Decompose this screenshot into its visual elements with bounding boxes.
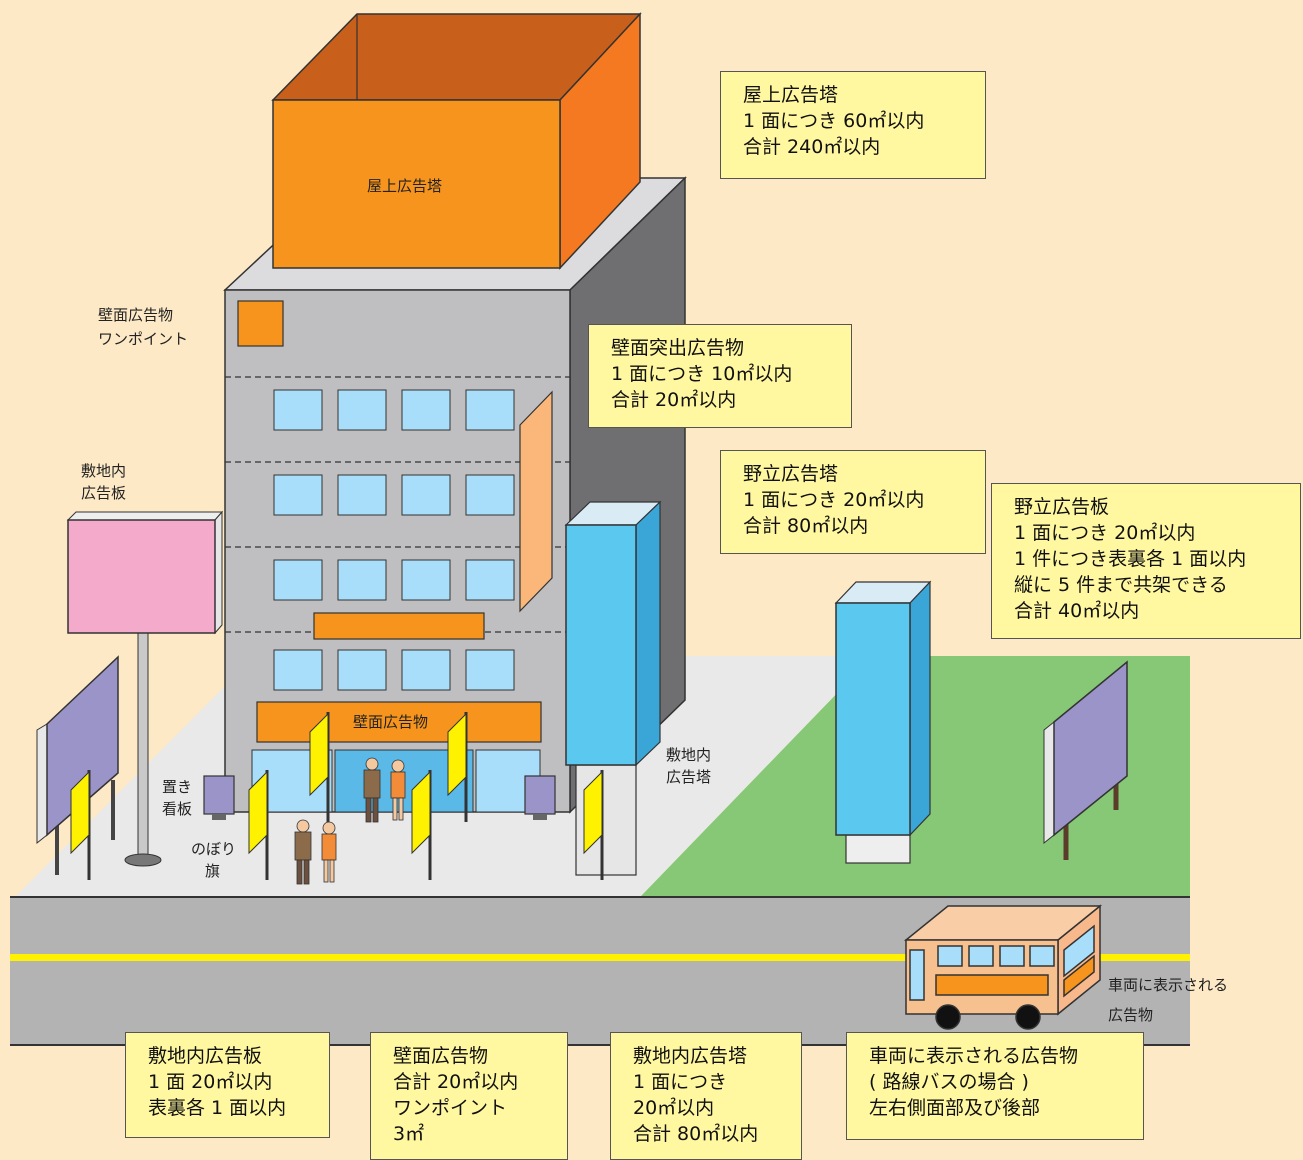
field-board [1053,660,1128,837]
rooftop-tower-front [272,99,561,269]
onsite-board-label: 敷地内広告板 [81,462,127,502]
field-board-edge [1043,720,1055,845]
info-box-rooftop: 屋上広告塔 1 面につき 60㎡以内合計 240㎡以内 [720,71,986,179]
info-box-vehicle: 車両に表示される広告物( 路線バスの場合 )左右側面部及び後部 [846,1032,1144,1140]
people [294,757,406,885]
onsite-tower-side [635,500,661,767]
info-box-field-board: 野立広告板 1 面につき 20㎡以内 1 件につき表裏各 1 面以内縦に 5 件… [991,483,1301,639]
onsite-board-pole [137,629,149,861]
wall-onepoint-label: 壁面広告物ワンポイント [98,306,189,348]
field-tower-base [845,834,911,864]
banner-flag-label: のぼり旗 [191,840,237,880]
building-windows [273,389,515,691]
field-tower-side [909,580,931,837]
wall-sign [256,701,542,743]
rooftop-tower-label: 屋上広告塔 [367,177,443,195]
onsite-board-side [214,510,223,635]
placed-sign-left [203,775,235,815]
middle-wall-band [313,612,485,640]
bus [903,904,1103,1030]
field-tower [835,602,911,836]
onsite-board-base [124,853,162,867]
onsite-board [67,519,216,634]
wall-sign-label: 壁面広告物 [353,713,429,731]
onsite-tower [565,524,637,766]
placed-sign-label: 置き看板 [162,778,193,818]
onsite-board-top [66,511,224,521]
wall-onepoint-sign [237,300,284,347]
info-box-onsite-board: 敷地内広告板 1 面 20㎡以内表裏各 1 面以内 [125,1032,330,1138]
vehicle-label: 車両に表示される広告物 [1108,976,1229,1024]
left-board-edge [36,723,48,845]
projecting-sign [519,390,553,613]
info-box-wall: 壁面広告物合計 20㎡以内ワンポイント 3㎡ [370,1032,568,1160]
onsite-tower-label: 敷地内広告塔 [666,746,712,786]
left-board [46,655,119,837]
info-box-field-tower: 野立広告塔 1 面につき 20㎡以内合計 80㎡以内 [720,450,986,554]
info-box-projecting: 壁面突出広告物 1 面につき 10㎡以内合計 20㎡以内 [588,324,852,428]
road-center-line [10,954,1190,961]
banner-flags [70,712,604,880]
placed-sign-right [524,775,556,815]
